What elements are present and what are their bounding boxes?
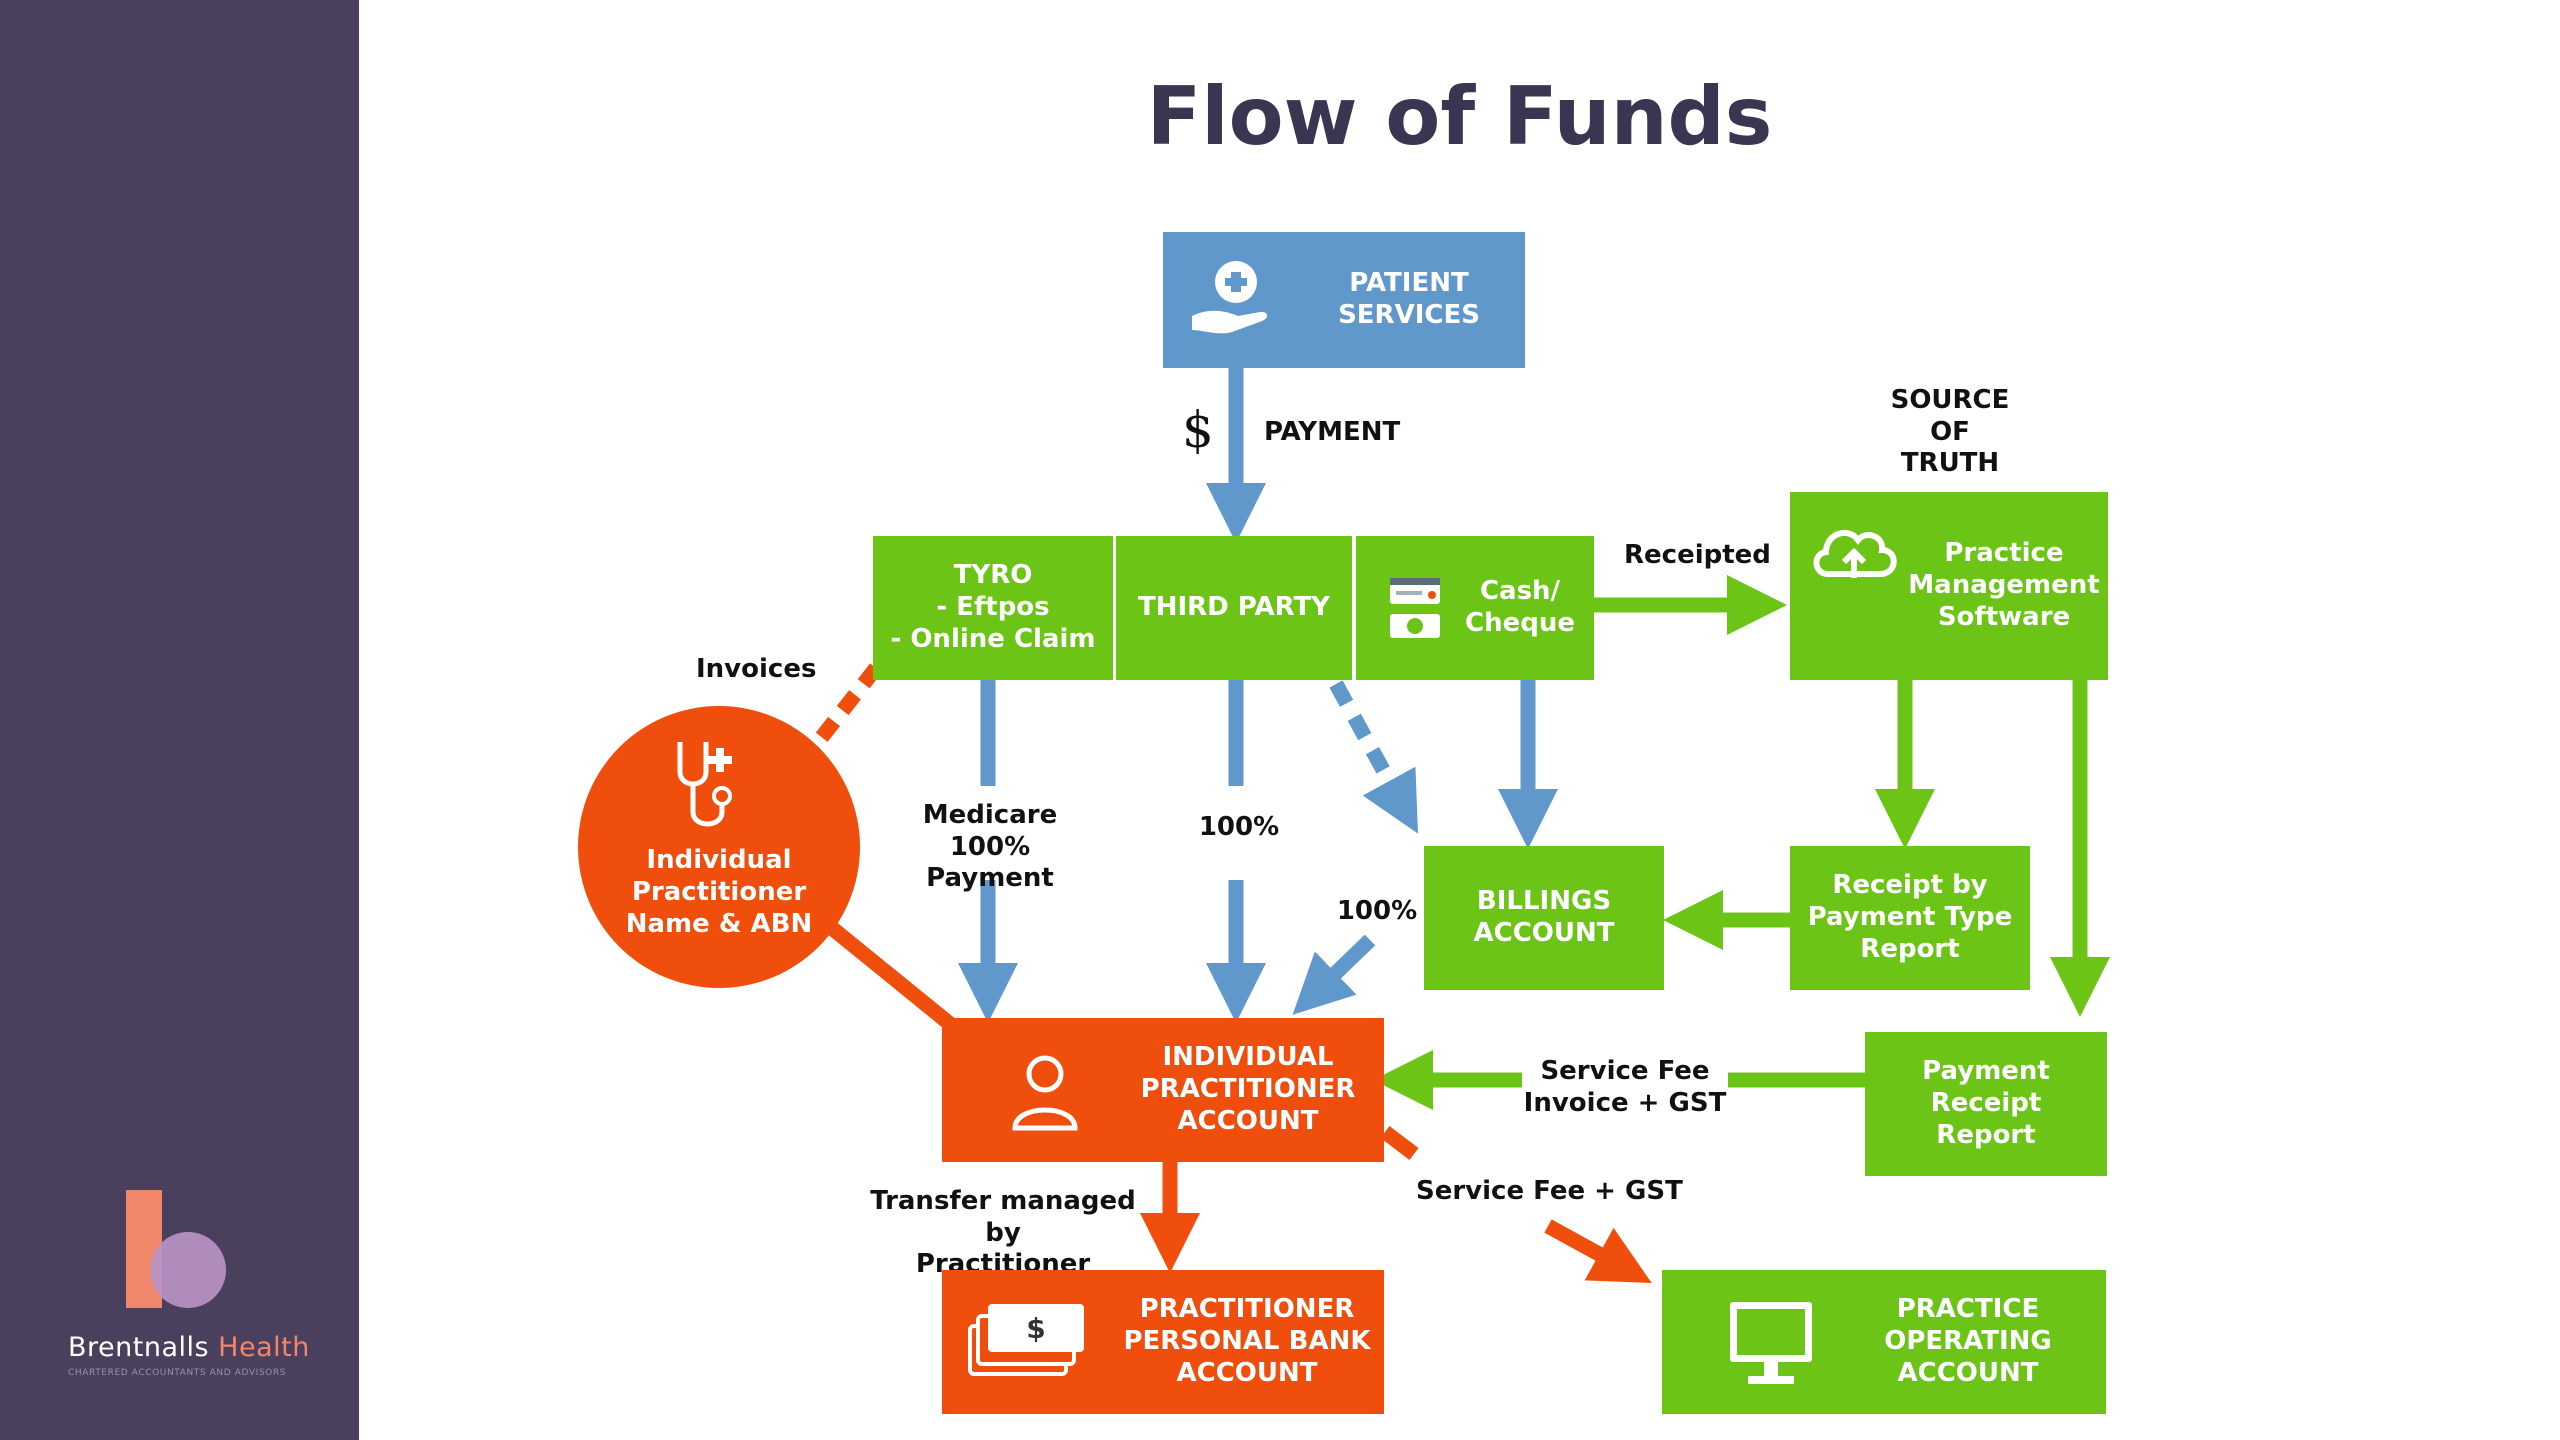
- stethoscope-icon: [677, 742, 732, 827]
- node-practice-software: Practice Management Software: [1790, 492, 2108, 680]
- line-invoices-dashed: [812, 663, 882, 747]
- node-individual-account: INDIVIDUAL PRACTITIONER ACCOUNT: [942, 1018, 1384, 1162]
- payment-receipt-report-label: Payment Receipt Report: [1922, 1056, 2050, 1150]
- billings-percent-label: 100%: [1336, 896, 1418, 926]
- brentnalls-logo: Brentnalls Health CHARTERED ACCOUNTANTS …: [60, 1190, 309, 1390]
- individual-account-label: INDIVIDUAL PRACTITIONER ACCOUNT: [1140, 1042, 1356, 1136]
- service-fee-gst-label: Service Fee + GST: [1416, 1176, 1683, 1206]
- third-party-label: THIRD PARTY: [1137, 592, 1331, 623]
- computer-monitor-icon: [1730, 1302, 1812, 1384]
- line-service-fee-gst: [1380, 1126, 1419, 1160]
- logo-circle-shape: [150, 1232, 226, 1308]
- third-party-percent-label: 100%: [1198, 812, 1280, 842]
- dollar-symbol: $: [1182, 401, 1214, 459]
- billings-account-label: BILLINGS ACCOUNT: [1473, 886, 1615, 948]
- receipted-label: Receipted: [1624, 540, 1771, 570]
- operating-account-label: PRACTICE OPERATING ACCOUNT: [1884, 1294, 2052, 1388]
- sidebar: Brentnalls Health CHARTERED ACCOUNTANTS …: [0, 0, 359, 1440]
- source-of-truth-label: SOURCE OF TRUTH: [1890, 385, 2010, 479]
- svg-text:$: $: [1026, 1312, 1045, 1345]
- transfer-label: Transfer managed by Practitioner: [870, 1186, 1136, 1280]
- node-receipt-report: Receipt by Payment Type Report: [1790, 846, 2030, 990]
- arrow-service-fee-gst: [1544, 1219, 1652, 1284]
- logo-tagline: CHARTERED ACCOUNTANTS AND ADVISORS: [68, 1368, 287, 1378]
- cash-cheque-label: Cash/ Cheque: [1465, 576, 1575, 638]
- line-circle-individual: [817, 914, 955, 1030]
- cash-cheque-icon: [1390, 578, 1440, 638]
- arrow-billings-individual: [1292, 934, 1376, 1015]
- node-practitioner-circle: Individual Practitioner Name & ABN: [578, 706, 860, 988]
- node-tyro: TYRO - Eftpos - Online Claim: [873, 536, 1113, 680]
- node-patient-services: PATIENT SERVICES: [1163, 232, 1525, 368]
- tyro-label: TYRO - Eftpos - Online Claim: [890, 560, 1096, 654]
- logo-text: Brentnalls Health: [68, 1332, 310, 1363]
- node-third-party: THIRD PARTY: [1116, 536, 1352, 680]
- personal-bank-label: PRACTITIONER PERSONAL BANK ACCOUNT: [1123, 1294, 1371, 1388]
- hand-medical-icon: [1192, 261, 1268, 334]
- node-billings-account: BILLINGS ACCOUNT: [1424, 846, 1664, 990]
- receipt-report-label: Receipt by Payment Type Report: [1807, 870, 2013, 964]
- page-title: Flow of Funds: [1146, 70, 1773, 163]
- payment-label: PAYMENT: [1264, 417, 1401, 447]
- medicare-label: Medicare 100% Payment: [922, 800, 1058, 894]
- practitioner-circle-label: Individual Practitioner Name & ABN: [625, 845, 813, 939]
- cash-stack-icon: $: [968, 1304, 1084, 1376]
- arrow-third-billings-dashed: [1329, 680, 1418, 834]
- node-payment-receipt-report: Payment Receipt Report: [1865, 1032, 2107, 1176]
- person-icon: [1012, 1055, 1078, 1131]
- cloud-upload-icon: [1813, 529, 1897, 578]
- service-fee-invoice-label: Service Fee Invoice + GST: [1523, 1056, 1727, 1118]
- practice-software-label: Practice Management Software: [1908, 538, 2100, 632]
- node-cash-cheque: Cash/ Cheque: [1356, 536, 1594, 680]
- patient-services-label: PATIENT SERVICES: [1338, 268, 1480, 330]
- invoices-label: Invoices: [696, 654, 817, 684]
